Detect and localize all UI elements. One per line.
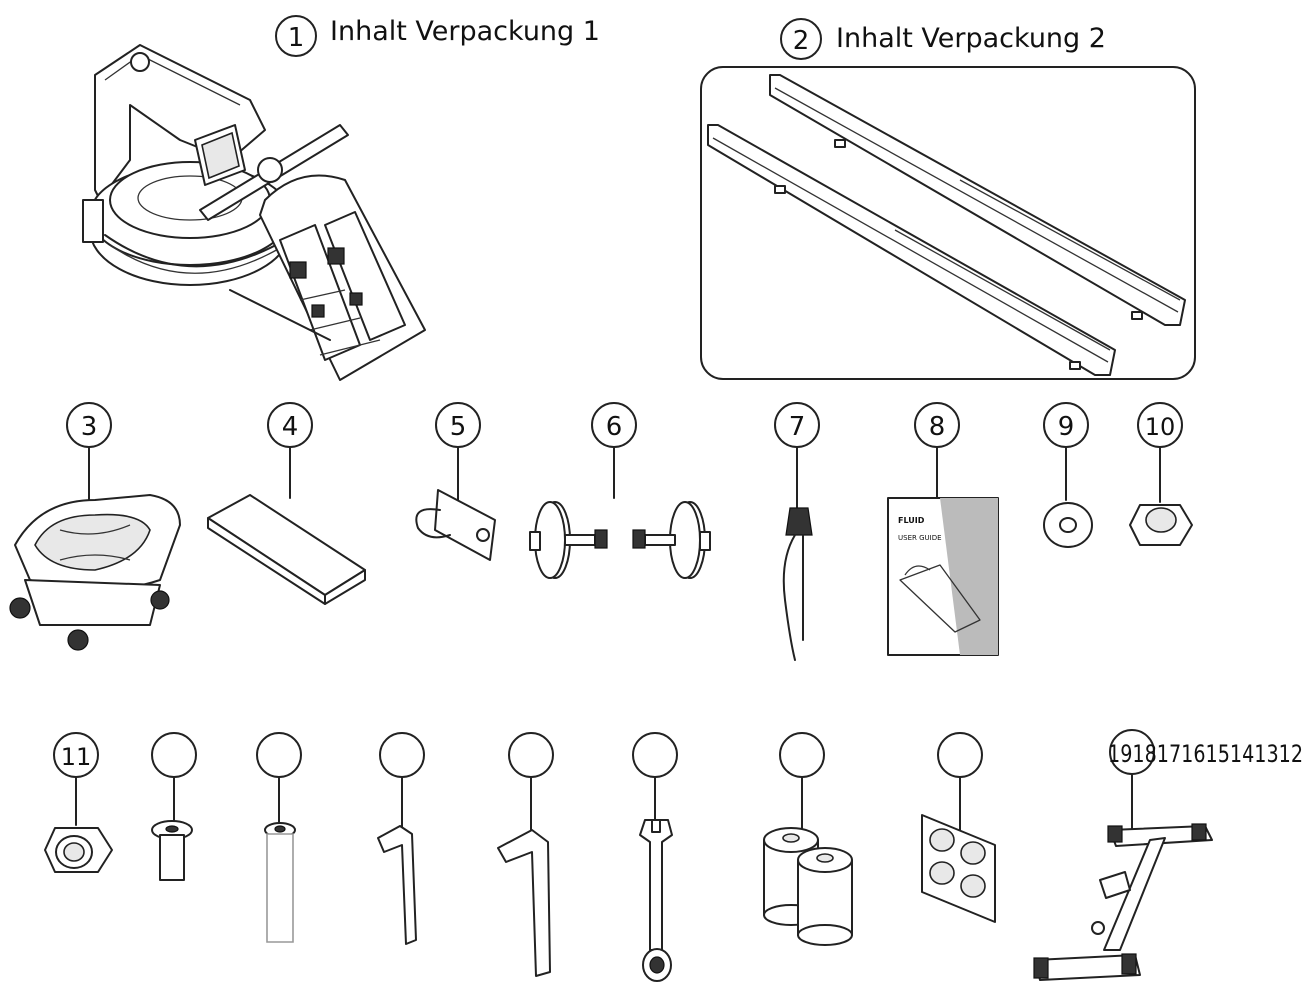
- badge-17: [779, 732, 825, 778]
- part-9-washer: 9: [1043, 402, 1093, 548]
- badge-1: [275, 15, 317, 57]
- badge-14: [379, 732, 425, 778]
- part-6-wheels: 6: [529, 402, 711, 579]
- rail-top-drawing: [769, 74, 1186, 326]
- part-13-long-bolt: [256, 732, 302, 943]
- rail-bottom-drawing: [707, 124, 1116, 376]
- rower-main-unit-drawing: [82, 44, 426, 381]
- badge-4-number: 4: [282, 412, 299, 442]
- badge-6-number: 6: [606, 412, 623, 442]
- part-7-pump-hose: 7: [774, 402, 820, 661]
- package-1-title: Inhalt Verpackung 1: [330, 16, 600, 47]
- manual-brand: FLUID: [898, 516, 925, 525]
- part-14-small-hex-key: [377, 732, 425, 945]
- part-16-wrench: [632, 732, 678, 982]
- part-11-lock-nut: 11: [44, 732, 113, 873]
- package-1-header: 1 Inhalt Verpackung 1: [275, 15, 600, 57]
- part-10-nut: 10: [1129, 402, 1193, 546]
- part-15-large-hex-key: [497, 732, 554, 977]
- package-2-title: Inhalt Verpackung 2: [836, 23, 1106, 54]
- package-2-box: [700, 66, 1196, 380]
- part-3-seat: 3: [9, 402, 181, 651]
- part-18-pad-sheet: [921, 732, 996, 923]
- badge-11-number: 11: [61, 743, 92, 771]
- badge-16: [632, 732, 678, 778]
- badge-2: [780, 18, 822, 60]
- part-17-batteries: [763, 732, 853, 946]
- badge-9-number: 9: [1058, 412, 1075, 442]
- part-4-plate: 4: [207, 402, 366, 605]
- part-8-user-manual: 8 FLUID USER GUIDE: [887, 402, 999, 656]
- package-2-header: 2 Inhalt Verpackung 2: [780, 18, 1106, 60]
- part-5-bracket: 5: [415, 402, 496, 561]
- part-19-stabilizer: 1918171615141312: [1033, 729, 1303, 981]
- badge-3-number: 3: [81, 412, 98, 442]
- part-12-short-bolt: [151, 732, 197, 881]
- manual-title: USER GUIDE: [898, 534, 942, 542]
- badge-10-number: 10: [1145, 413, 1176, 441]
- badge-1-number: 1: [288, 23, 305, 53]
- badge-7-number: 7: [789, 412, 806, 442]
- badge-18: [937, 732, 983, 778]
- badge-2-number: 2: [793, 26, 810, 56]
- badge-15: [508, 732, 554, 778]
- overflow-badge-label: 1918171615141312: [1108, 740, 1303, 768]
- badge-8-number: 8: [929, 412, 946, 442]
- badge-12: [151, 732, 197, 778]
- badge-5-number: 5: [450, 412, 467, 442]
- badge-13: [256, 732, 302, 778]
